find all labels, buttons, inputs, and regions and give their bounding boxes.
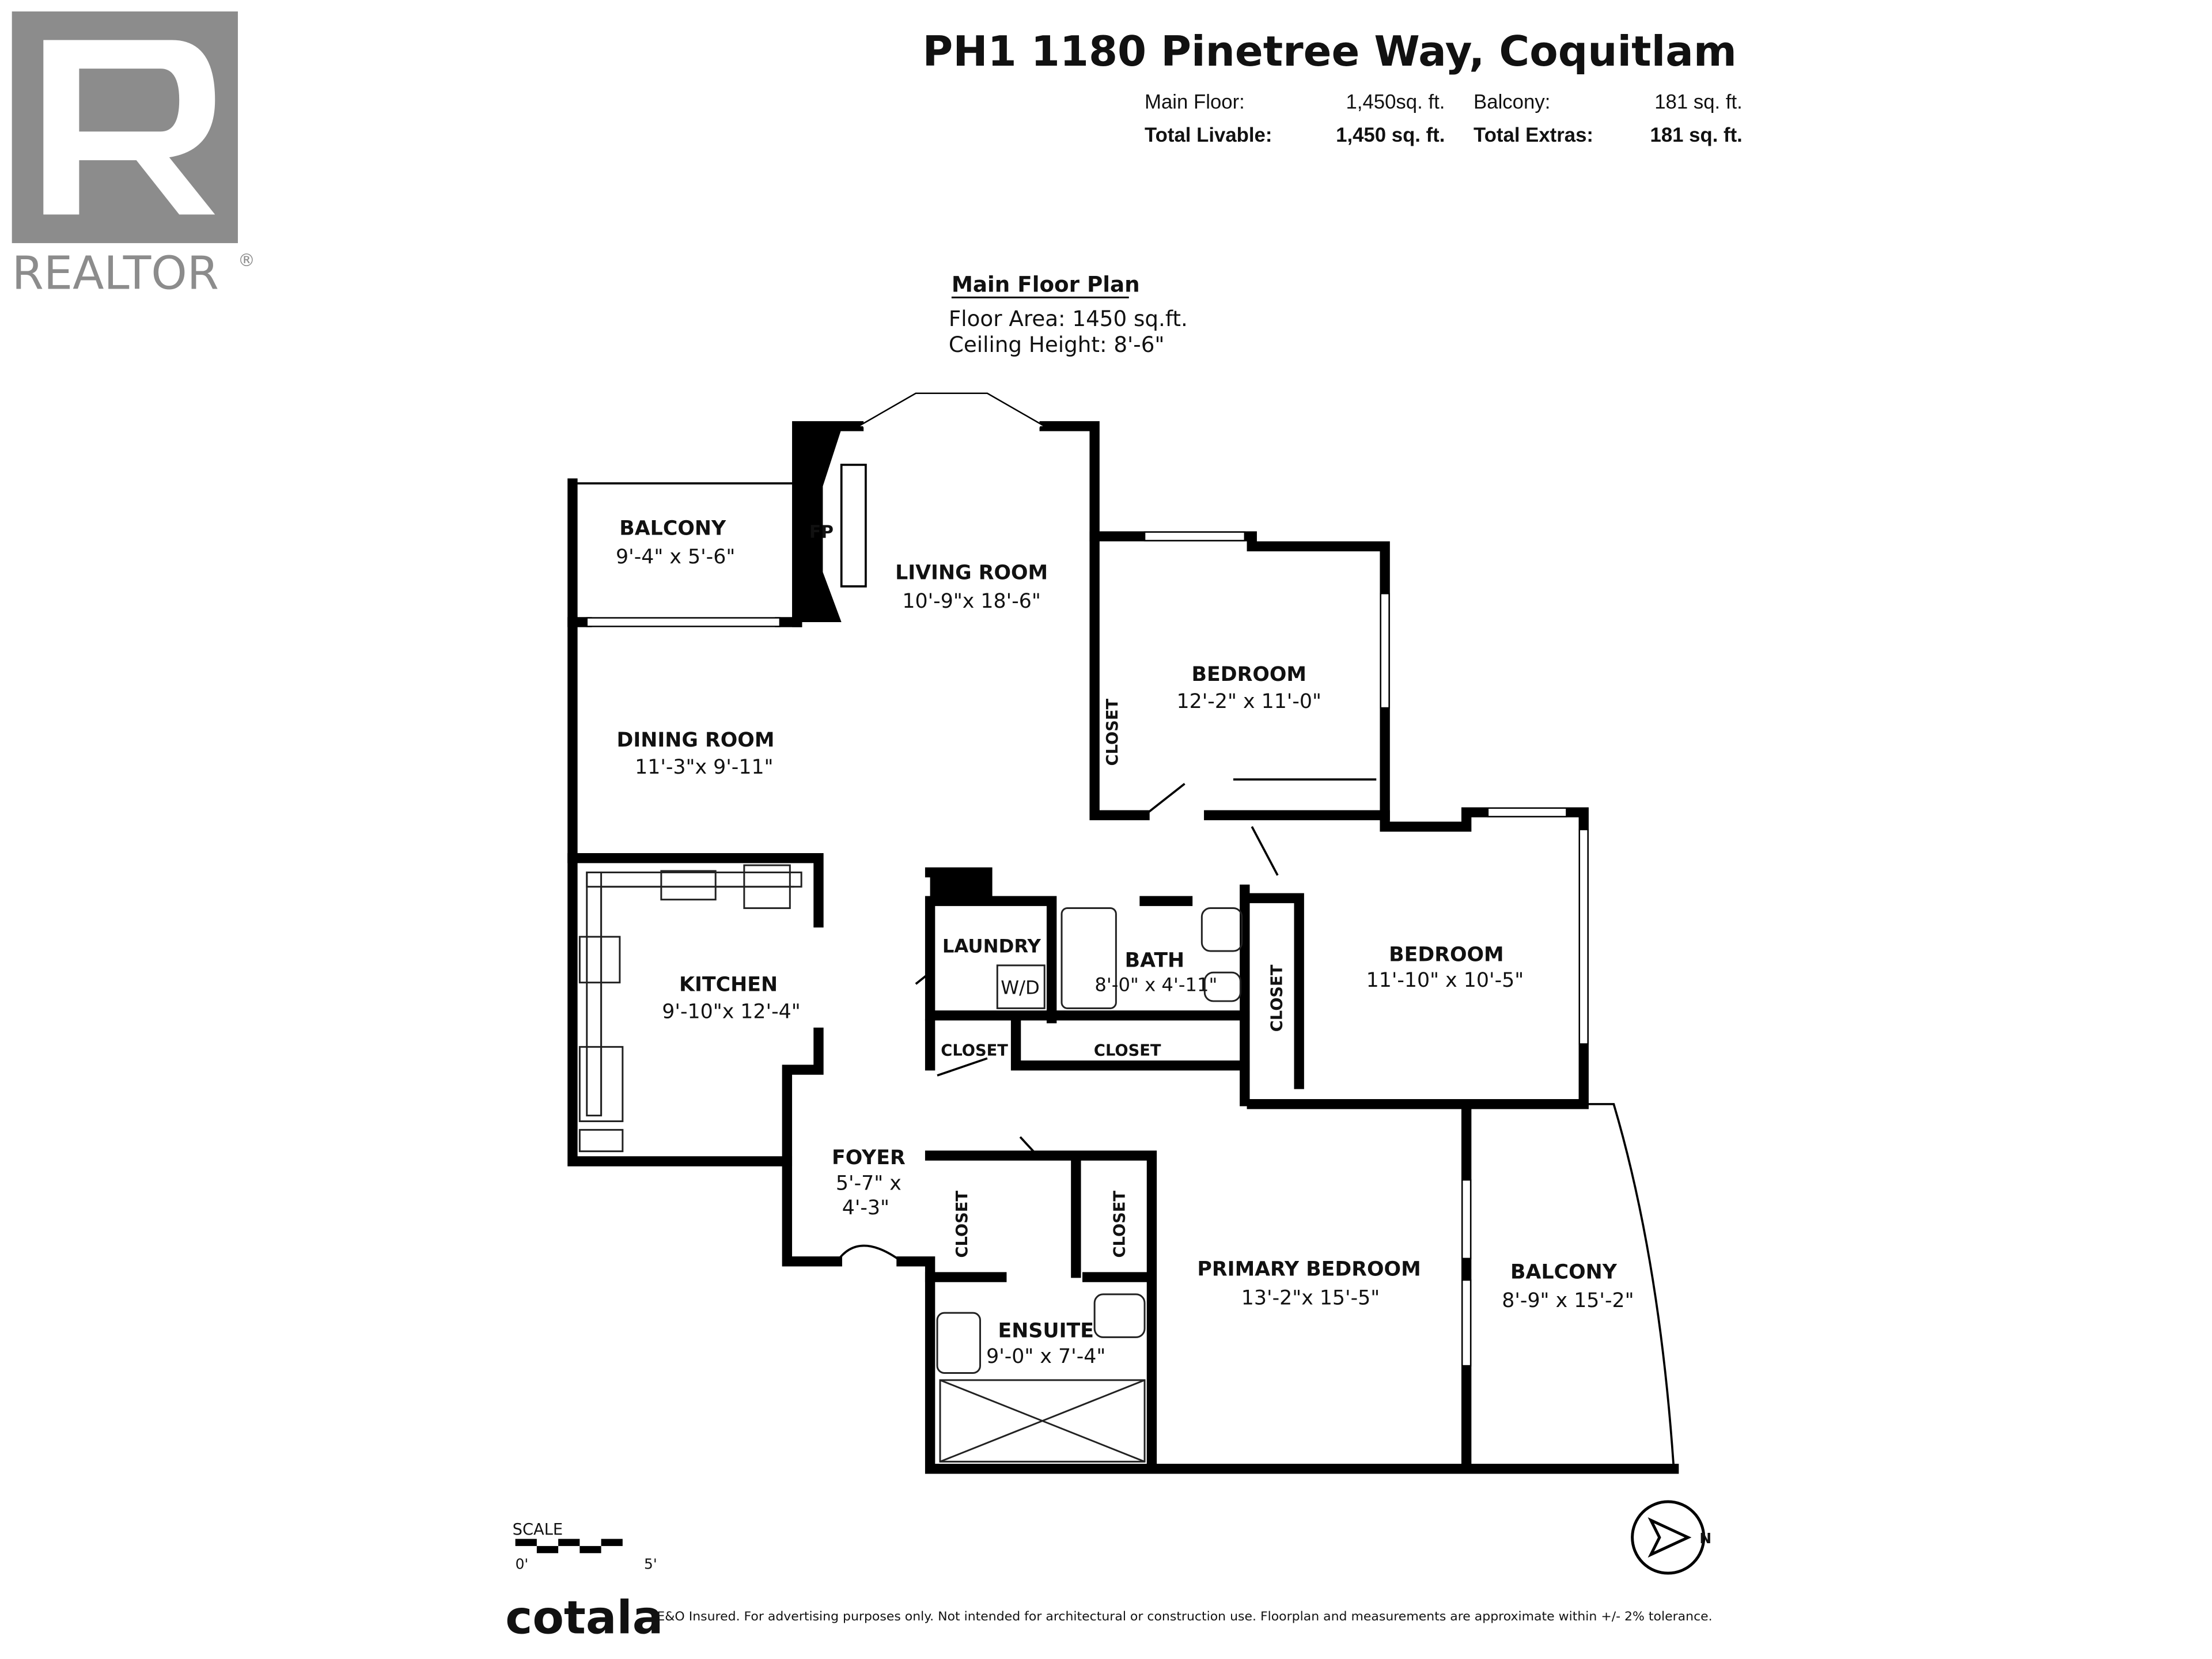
room-dims: 8'-9" x 15'-2": [1502, 1289, 1634, 1312]
room-dims: 4'-3": [842, 1196, 889, 1219]
balcony-value: 181 sq. ft.: [1654, 92, 1743, 113]
closet-label: CLOSET: [1268, 964, 1286, 1032]
room-name: LAUNDRY: [942, 935, 1041, 957]
room-dims: 9'-4" x 5'-6": [616, 546, 735, 569]
room-dims: 13'-2"x 15'-5": [1241, 1286, 1380, 1309]
washer-dryer-icon: [996, 964, 1046, 1009]
balcony-label: Balcony:: [1474, 92, 1550, 113]
fixtures: [578, 864, 1243, 1463]
listing-title: PH1 1180 Pinetree Way, Coquitlam: [923, 27, 1737, 75]
room-name: BALCONY: [619, 517, 726, 540]
room-name: FOYER: [832, 1146, 906, 1169]
scale-end: 5': [644, 1556, 657, 1573]
closet-label: CLOSET: [1094, 1041, 1161, 1059]
room-dims: 8'-0" x 4'-11": [1094, 974, 1217, 996]
disclaimer: E&O Insured. For advertising purposes on…: [657, 1609, 1712, 1624]
walls: [567, 392, 1679, 1474]
north-arrow-icon: N: [1631, 1500, 1711, 1575]
stove-icon: [578, 935, 621, 984]
room-name: DINING ROOM: [616, 729, 774, 752]
room-dims: 10'-9"x 18'-6": [902, 590, 1040, 613]
room-name: BEDROOM: [1389, 943, 1503, 966]
room-dims: 9'-0" x 7'-4": [986, 1345, 1105, 1368]
total-extras-value: 181 sq. ft.: [1650, 124, 1743, 146]
ensuite-toilet-icon: [1093, 1293, 1146, 1338]
toilet-icon: [1203, 971, 1241, 1002]
ceiling-height: Ceiling Height: 8'-6": [949, 332, 1165, 357]
closet-label: CLOSET: [941, 1041, 1008, 1059]
cotala-logo: cotala: [505, 1590, 663, 1644]
room-name: BEDROOM: [1192, 663, 1307, 686]
closet-label: CLOSET: [1111, 1191, 1128, 1258]
total-livable-label: Total Livable:: [1145, 124, 1272, 146]
fireplace-label: FP: [809, 522, 834, 543]
room-dims: 5'-7" x: [836, 1172, 902, 1195]
total-extras-label: Total Extras:: [1474, 124, 1593, 146]
room-name: BATH: [1125, 949, 1184, 972]
room-name: LIVING ROOM: [895, 562, 1048, 585]
room-dims: 11'-3"x 9'-11": [635, 756, 773, 779]
room-name: ENSUITE: [998, 1319, 1094, 1342]
main-floor-label: Main Floor:: [1145, 92, 1245, 113]
ensuite-sink-icon: [936, 1312, 982, 1374]
north-letter: N: [1699, 1530, 1711, 1547]
floor-area: Floor Area: 1450 sq.ft.: [949, 306, 1188, 331]
room-dims: 12'-2" x 11'-0": [1177, 690, 1321, 713]
realtor-wordmark: REALTOR: [12, 247, 219, 300]
scale-label: SCALE: [513, 1521, 563, 1539]
bath-sink-icon: [1200, 907, 1243, 952]
cooktop-icon: [743, 864, 791, 910]
scale-bar: SCALE 0' 5': [513, 1521, 657, 1573]
total-livable-value: 1,450 sq. ft.: [1336, 124, 1445, 146]
bathtub-icon: [1060, 907, 1117, 1009]
room-name: KITCHEN: [679, 974, 778, 997]
room-name: PRIMARY BEDROOM: [1197, 1258, 1421, 1281]
room-labels: BALCONY 9'-4" x 5'-6" FP LIVING ROOM 10'…: [616, 517, 1634, 1369]
plan-title: Main Floor Plan: [952, 271, 1140, 297]
realtor-logo: REALTOR ®: [12, 11, 255, 300]
room-dims: 9'-10"x 12'-4": [662, 1001, 800, 1024]
shower-icon: [939, 1379, 1146, 1463]
closet-label: CLOSET: [953, 1191, 971, 1258]
sink-icon: [660, 870, 717, 901]
room-name: BALCONY: [1510, 1261, 1618, 1284]
closet-label: CLOSET: [1104, 699, 1122, 766]
main-floor-value: 1,450sq. ft.: [1346, 92, 1445, 113]
registered-mark: ®: [238, 251, 255, 271]
room-dims: 11'-10" x 10'-5": [1366, 969, 1524, 992]
fridge-icon: [578, 1046, 624, 1122]
scale-start: 0': [516, 1556, 529, 1573]
washer-dryer-label: W/D: [1001, 977, 1040, 999]
